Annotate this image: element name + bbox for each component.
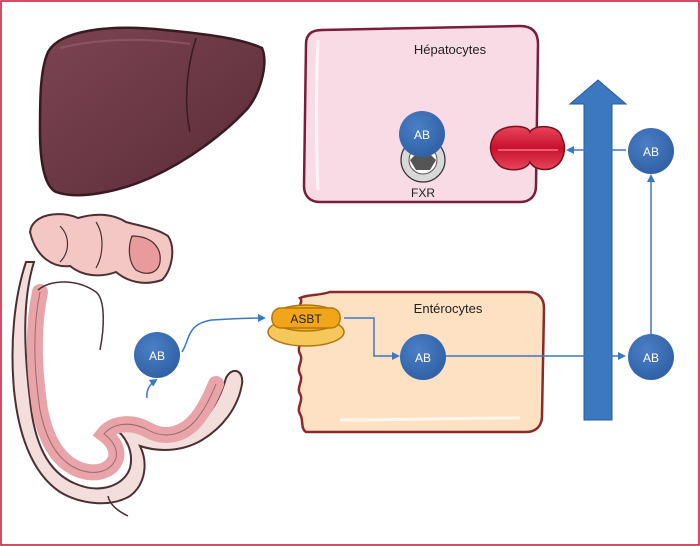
ab-circle-bottom-right: AB [628, 334, 674, 380]
ab-label: AB [415, 351, 431, 365]
portal-flow-arrow [568, 79, 628, 421]
enterocytes-label: Entérocytes [414, 301, 483, 316]
transporter-icon [489, 125, 566, 171]
fxr-label: FXR [411, 186, 435, 200]
arrow-intestine-to-ab [146, 378, 158, 399]
hepatocytes-label: Hépatocytes [414, 42, 487, 57]
ab-circle-top-right: AB [628, 128, 674, 174]
ab-circle-hepatocyte: AB [399, 111, 445, 157]
arrow-asbt-to-ab [344, 317, 400, 360]
ab-label: AB [643, 351, 659, 365]
ab-circle-intestine: AB [134, 332, 180, 378]
ab-label: AB [149, 349, 165, 363]
ab-circle-enterocyte: AB [400, 334, 446, 380]
arrow-ab-to-asbt [181, 314, 266, 353]
asbt-transporter: ASBT [267, 304, 345, 347]
intestine-icon [11, 213, 244, 517]
ab-label: AB [643, 145, 659, 159]
ab-label: AB [414, 128, 430, 142]
liver-icon [38, 26, 266, 197]
asbt-label: ASBT [290, 312, 322, 326]
